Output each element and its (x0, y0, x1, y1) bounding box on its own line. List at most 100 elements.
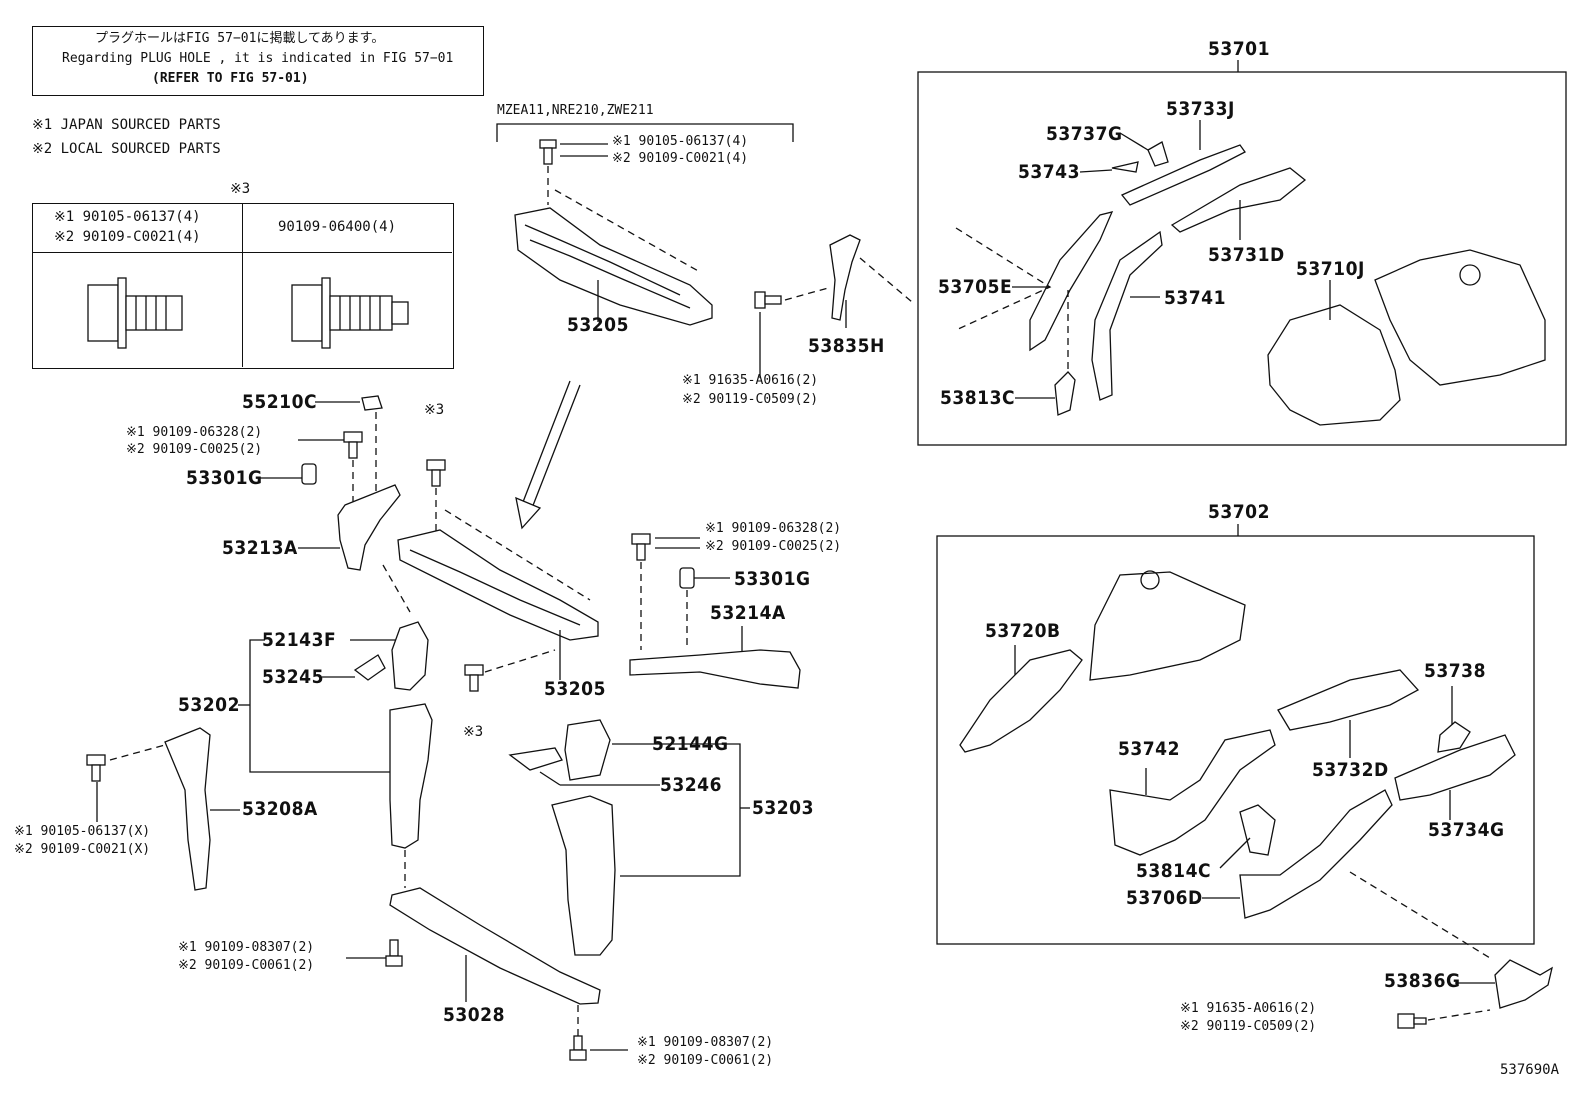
label-bottom-bolt2-2: ※2 90109-C0061(2) (637, 1053, 774, 1068)
assembly-53701-frame (917, 71, 1567, 446)
label-53734G: 53734G (1428, 819, 1505, 841)
bracket-53814C (1239, 804, 1276, 856)
legend-local: ※2 LOCAL SOURCED PARTS (32, 141, 221, 157)
bolt-table-divider-v (242, 203, 243, 367)
apron-53705E (1029, 211, 1114, 352)
label-53742: 53742 (1118, 738, 1180, 760)
label-53813C: 53813C (940, 387, 1016, 409)
bolt-table-ref: ※3 (230, 181, 251, 197)
rail-53734G (1394, 734, 1516, 801)
clip-53737G (1147, 141, 1169, 167)
label-53701: 53701 (1208, 38, 1270, 60)
brace-53741 (1091, 230, 1163, 401)
bolt-icon (754, 291, 782, 309)
label-53702: 53702 (1208, 501, 1270, 523)
bolt-table-col1-jp: ※1 90105-06137(4) (54, 209, 201, 225)
housing-53710J-top (1374, 249, 1546, 386)
label-53028: 53028 (443, 1004, 505, 1026)
label-52144G: 52144G (652, 733, 729, 755)
label-53737G: 53737G (1046, 123, 1123, 145)
member-53214A (629, 649, 801, 689)
clip-53245 (353, 654, 386, 681)
label-left-bolt-2: ※2 90109-C0025(2) (126, 442, 263, 457)
label-right-bolt-2: ※2 90109-C0025(2) (705, 539, 842, 554)
bolt-icon (87, 277, 183, 349)
pillar-53203 (551, 795, 616, 956)
clip-53738 (1437, 721, 1471, 753)
clip-53743 (1111, 161, 1139, 173)
label-53741: 53741 (1164, 287, 1226, 309)
bolt-table-col2: 90109-06400(4) (278, 219, 397, 235)
assembly-53702-frame (936, 535, 1535, 945)
label-53720B: 53720B (985, 620, 1061, 642)
bolt-icon (1397, 1013, 1427, 1029)
label-53202: 53202 (178, 694, 240, 716)
bolt-table-col1-local: ※2 90109-C0021(4) (54, 229, 201, 245)
bolt-icon (569, 1035, 587, 1061)
bracket-53213A (337, 484, 401, 571)
support-53028 (389, 887, 601, 1005)
label-bottom-bolt-1: ※1 90109-08307(2) (178, 940, 315, 955)
brace-53742 (1109, 729, 1276, 856)
label-mid-bolt-1: ※1 91635-A0616(2) (682, 373, 819, 388)
model-codes: MZEA11,NRE210,ZWE211 (497, 103, 654, 118)
label-53710J: 53710J (1296, 258, 1365, 280)
nut-53301G-right (679, 567, 695, 589)
clip-55210C (361, 395, 383, 411)
label-53245: 53245 (262, 666, 324, 688)
label-mark3-a: ※3 (424, 402, 445, 418)
label-left-bolt-1: ※1 90109-06328(2) (126, 425, 263, 440)
bolt-icon (631, 533, 651, 561)
clip-53246 (508, 747, 563, 771)
legend-japan: ※1 JAPAN SOURCED PARTS (32, 117, 221, 133)
label-53301G-left: 53301G (186, 467, 263, 489)
bolt-icon (426, 459, 446, 487)
pillar-53202 (389, 703, 433, 849)
label-53743: 53743 (1018, 161, 1080, 183)
brace-53706D (1239, 789, 1393, 919)
label-53214A: 53214A (710, 602, 786, 624)
label-53203: 53203 (752, 797, 814, 819)
label-left-bolt2-1: ※1 90105-06137(X) (14, 824, 151, 839)
label-53731D: 53731D (1208, 244, 1285, 266)
label-53836G: 53836G (1384, 970, 1461, 992)
bolt-icon (385, 939, 403, 967)
label-mark3-b: ※3 (463, 724, 484, 740)
apron-53720B (959, 649, 1083, 753)
bolt-table (32, 203, 454, 369)
label-mid-bolt-2: ※2 90119-C0509(2) (682, 392, 819, 407)
bolt-icon (291, 277, 409, 349)
label-53738: 53738 (1424, 660, 1486, 682)
figure-id: 537690A (1500, 1062, 1560, 1078)
panel-53205-center (397, 529, 599, 641)
label-right-bottom-bolt-1: ※1 91635-A0616(2) (1180, 1001, 1317, 1016)
note-line-en: Regarding PLUG HOLE , it is indicated in… (62, 51, 454, 66)
label-top-bolt-2: ※2 90109-C0021(4) (612, 151, 749, 166)
bolt-icon (539, 139, 557, 165)
rail-53733J (1120, 144, 1246, 206)
rail-53732D (1277, 669, 1420, 731)
label-right-bottom-bolt-2: ※2 90119-C0509(2) (1180, 1019, 1317, 1034)
plug-hole-note (32, 26, 484, 96)
label-53208A: 53208A (242, 798, 318, 820)
label-53706D: 53706D (1126, 887, 1203, 909)
label-53205-top: 53205 (567, 314, 629, 336)
label-53732D: 53732D (1312, 759, 1389, 781)
housing-53710J (1267, 304, 1401, 426)
bracket-53813C (1054, 371, 1076, 416)
note-line-refer: (REFER TO FIG 57-01) (152, 71, 309, 86)
rail-53731D (1170, 167, 1307, 233)
bracket-53835H (829, 234, 861, 321)
bracket-52144G (564, 719, 611, 781)
bracket-53836G (1494, 959, 1553, 1009)
label-bottom-bolt2-1: ※1 90109-08307(2) (637, 1035, 774, 1050)
label-53814C: 53814C (1136, 860, 1212, 882)
label-left-bolt2-2: ※2 90109-C0021(X) (14, 842, 151, 857)
label-right-bolt-1: ※1 90109-06328(2) (705, 521, 842, 536)
brace-53208A (164, 727, 211, 891)
nut-53301G (301, 463, 317, 485)
bracket-52143F (391, 621, 429, 691)
bolt-icon (86, 754, 106, 782)
note-line-jp: プラグホールはFIG 57−01に掲載してあります。 (95, 31, 385, 46)
label-53301G-right: 53301G (734, 568, 811, 590)
